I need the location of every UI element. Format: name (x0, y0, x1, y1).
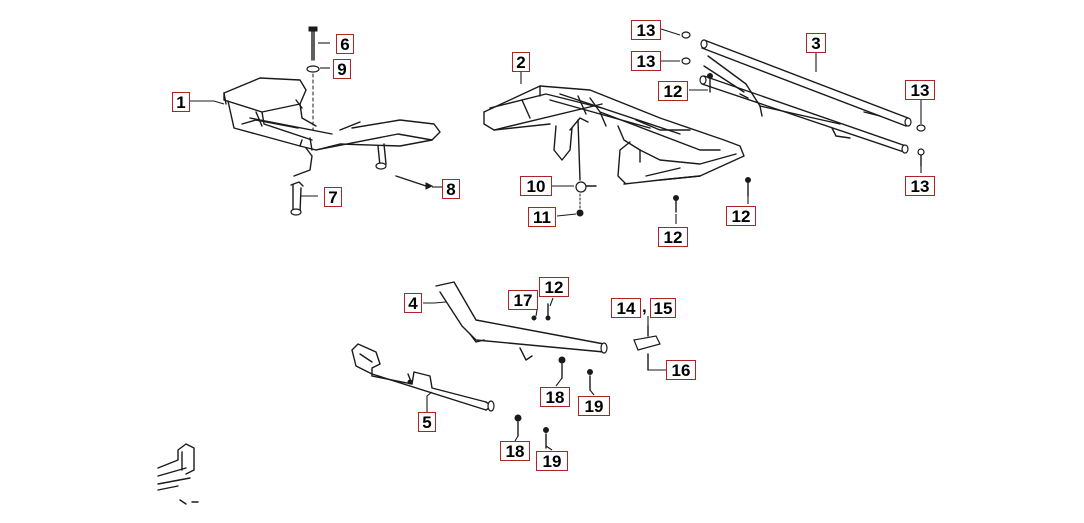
callout-13-right-lower: 13 (905, 176, 935, 196)
callout-12-side-rail: 12 (658, 81, 688, 101)
callout-15: 15 (650, 298, 676, 318)
callout-7: 7 (324, 187, 342, 207)
bar-drawing (435, 281, 661, 391)
callout-13-top: 13 (631, 20, 661, 40)
callout-19-bar: 19 (578, 396, 610, 416)
callout-9: 9 (333, 59, 351, 79)
callout-17: 17 (508, 290, 538, 310)
callout-16: 16 (666, 360, 696, 380)
front-rack-drawing (223, 26, 441, 216)
callout-11: 11 (528, 207, 556, 227)
callout-5: 5 (418, 412, 436, 432)
callout-4: 4 (404, 293, 422, 313)
callout-10: 10 (520, 176, 552, 196)
callout-12-rear-right: 12 (726, 206, 756, 226)
callout-separator: , (642, 297, 647, 316)
cropped-part-fragment (157, 443, 199, 505)
callout-12-rear-bottom: 12 (658, 227, 688, 247)
callout-12-bar: 12 (539, 277, 569, 297)
callout-13-right-upper: 13 (905, 80, 935, 100)
callout-6: 6 (336, 34, 354, 54)
callout-18-bar: 18 (540, 387, 570, 407)
callout-18-bracket: 18 (500, 441, 530, 461)
callout-1: 1 (172, 92, 190, 112)
callout-2: 2 (512, 52, 530, 72)
callout-19-bracket: 19 (536, 451, 568, 471)
callout-13-second: 13 (631, 51, 661, 71)
rear-rack-drawing (483, 85, 751, 217)
leader-lines (189, 28, 922, 451)
side-rail-drawing (681, 31, 926, 167)
callout-8: 8 (442, 179, 460, 199)
callout-14: 14 (611, 298, 641, 318)
callout-3: 3 (806, 33, 826, 53)
lower-bracket-drawing (351, 343, 549, 449)
